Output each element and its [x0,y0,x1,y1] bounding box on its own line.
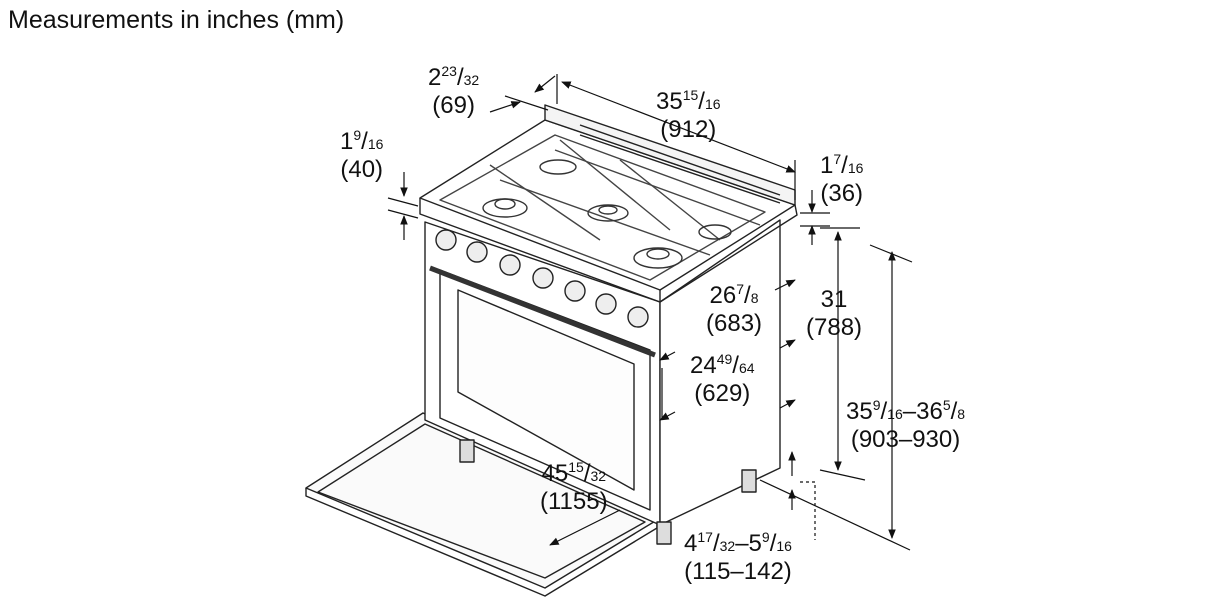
dim-body-depth: 267/8 (683) [706,281,763,337]
dim-leg-height: 417/32–59/16 (115–142) [684,529,792,585]
dim-overall-width: 3515/16 (912) [656,87,721,143]
dim-door-open-depth: 4515/32 (1155) [540,459,608,515]
dim-body-height: 31 (788) [806,286,863,341]
feet [459,439,757,545]
dim-backguard-depth: 223/32 (69) [428,63,480,119]
dim-cooktop-thickness: 19/16 (40) [340,127,384,183]
page-title: Measurements in inches (mm) [8,6,345,34]
dim-overall-height: 359/16–365/8 (903–930) [846,397,966,453]
dim-side-depth: 2449/64 (629) [690,351,755,407]
burners [482,159,732,269]
range-side [659,219,781,526]
knobs [435,229,649,328]
dim-cooktop-edge: 17/16 (36) [820,151,864,207]
